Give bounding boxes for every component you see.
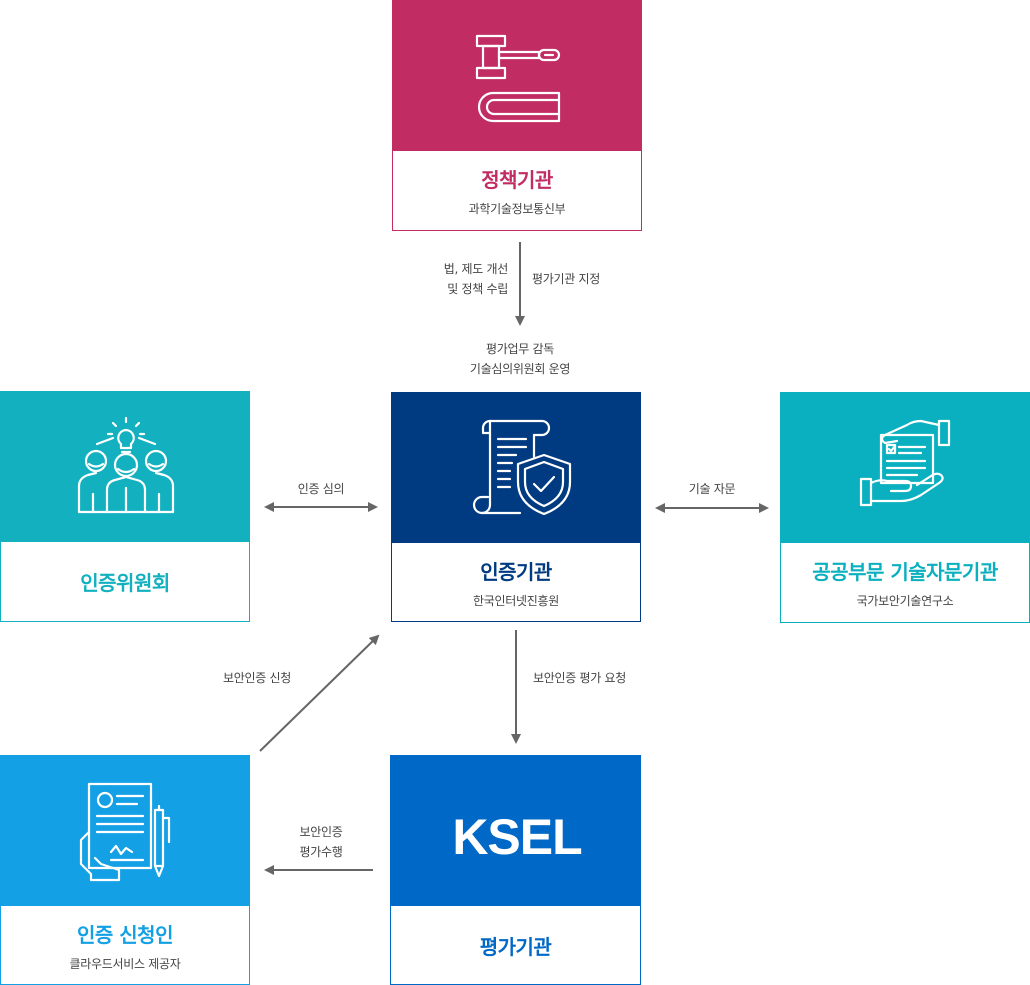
- committee-box: 인증위원회: [0, 391, 250, 622]
- label-evaluation-request: 보안인증 평가 요청: [533, 671, 626, 685]
- label-supervision: 평가업무 감독 기술심의위원회 운영: [415, 339, 625, 379]
- gavel-book-icon: [475, 34, 561, 123]
- certificate-shield-icon: [472, 419, 572, 516]
- policy-agency-box: 정책기관 과학기술정보통신부: [392, 0, 642, 231]
- certification-agency-header: [392, 393, 640, 543]
- policy-agency-header: [393, 1, 641, 151]
- committee-header: [1, 392, 249, 542]
- applicant-header: [1, 756, 249, 906]
- label-cert-application: 보안인증 신청: [223, 671, 291, 685]
- label-supervision-line1: 평가업무 감독: [486, 342, 554, 356]
- committee-body: 인증위원회: [1, 542, 249, 621]
- advisory-agency-body: 공공부문 기술자문기관 국가보안기술연구소: [781, 543, 1029, 622]
- ksel-logo: KSEL: [452, 809, 582, 865]
- advisory-agency-subtitle: 국가보안기술연구소: [856, 594, 954, 608]
- evaluation-agency-body: 평가기관: [391, 906, 640, 984]
- certification-agency-box: 인증기관 한국인터넷진흥원: [391, 392, 641, 622]
- certification-agency-title: 인증기관: [480, 559, 552, 584]
- evaluation-agency-title: 평가기관: [479, 934, 552, 959]
- policy-agency-subtitle: 과학기술정보통신부: [468, 202, 566, 216]
- advisory-agency-title: 공공부문 기술자문기관: [812, 560, 998, 584]
- certification-agency-subtitle: 한국인터넷진흥원: [473, 593, 559, 608]
- label-supervision-line2: 기술심의위원회 운영: [469, 362, 571, 376]
- evaluation-agency-box: KSEL 평가기관: [390, 755, 641, 985]
- label-cert-review: 인증 심의: [297, 482, 345, 496]
- applicant-subtitle: 클라우드서비스 제공자: [69, 956, 181, 971]
- policy-agency-body: 정책기관 과학기술정보통신부: [393, 151, 641, 230]
- label-evaluation-perform-line2: 평가수행: [299, 845, 343, 859]
- applicant-title: 인증 신청인: [77, 922, 173, 947]
- label-evaluation-perform-line1: 보안인증: [299, 825, 343, 839]
- label-tech-advice: 기술 자문: [688, 482, 736, 496]
- advisory-agency-header: [781, 393, 1029, 543]
- label-law-improvement-line1: 법, 제도 개선: [443, 262, 509, 276]
- arrow-applicant-to-certification: [259, 634, 380, 752]
- label-evaluation-perform: 보안인증 평가수행: [266, 822, 376, 862]
- team-idea-icon: [77, 416, 175, 514]
- applicant-box: 인증 신청인 클라우드서비스 제공자: [0, 755, 250, 985]
- label-law-improvement: 법, 제도 개선 및 정책 수립: [400, 259, 509, 299]
- policy-agency-title: 정책기관: [481, 168, 553, 192]
- committee-title: 인증위원회: [80, 571, 170, 595]
- evaluation-agency-header: KSEL: [391, 756, 640, 906]
- advisory-agency-box: 공공부문 기술자문기관 국가보안기술연구소: [780, 392, 1030, 623]
- label-designate-evaluator: 평가기관 지정: [532, 272, 600, 286]
- certification-agency-body: 인증기관 한국인터넷진흥원: [392, 543, 640, 621]
- label-law-improvement-line2: 및 정책 수립: [447, 282, 508, 296]
- contract-pen-icon: [79, 782, 171, 882]
- ksel-logo-text: KSEL: [452, 809, 581, 865]
- document-handover-icon: [859, 419, 951, 507]
- applicant-body: 인증 신청인 클라우드서비스 제공자: [1, 906, 249, 984]
